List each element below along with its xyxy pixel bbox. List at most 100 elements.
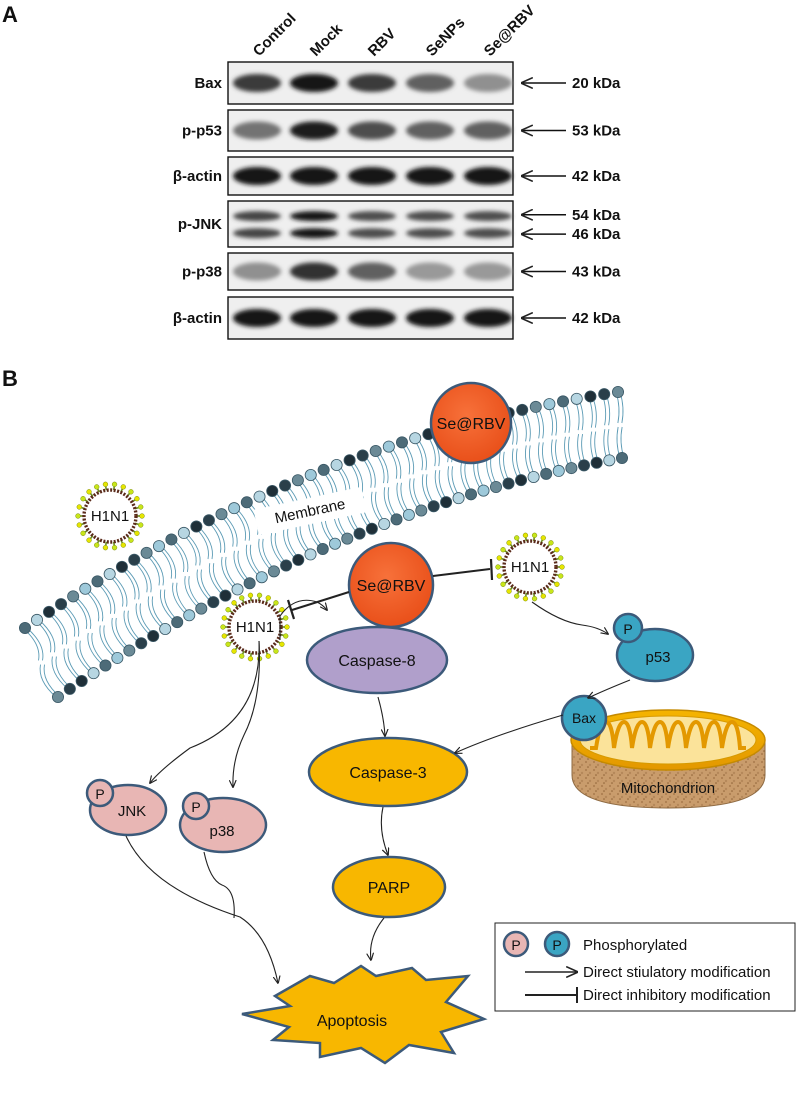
lipid-head (280, 559, 293, 572)
svg-text:PARP: PARP (368, 880, 410, 897)
blot-band (233, 262, 281, 281)
blot-band (348, 228, 396, 239)
lipid-head (415, 504, 428, 517)
blot-size-label: 42 kDa (572, 168, 621, 185)
blot-band (233, 167, 281, 185)
blot-size-label: 54 kDa (572, 207, 621, 224)
lipid-head (30, 613, 43, 626)
blot-label: β-actin (173, 310, 222, 327)
lipid-head (79, 582, 92, 595)
p38-protein: p38 P (178, 791, 268, 854)
svg-text:Caspase-3: Caspase-3 (349, 765, 426, 782)
blot-band (233, 228, 281, 239)
lipid-head (598, 388, 611, 401)
lipid-head (190, 520, 203, 533)
blot-band (233, 309, 281, 327)
lipid-head (543, 398, 556, 411)
blot-band (233, 121, 281, 140)
lane-label: RBV (365, 25, 399, 59)
lipid-head (395, 436, 408, 449)
blot-row: β-actin 42 kDa (173, 156, 621, 196)
lipid-head (465, 488, 478, 501)
blot-band (290, 262, 338, 281)
lipid-head (52, 691, 65, 704)
svg-text:P: P (552, 937, 561, 953)
lipid-head (207, 596, 220, 609)
lipid-head (135, 637, 148, 650)
lipid-head (529, 400, 542, 413)
lipid-head (570, 392, 583, 405)
lipid-head (195, 602, 208, 615)
lipid-head (552, 464, 565, 477)
lipid-head (365, 522, 378, 535)
blot-band (348, 167, 396, 185)
blot-band (290, 228, 338, 239)
blot-band (348, 309, 396, 327)
blot-band (348, 211, 396, 222)
legend-box (494, 922, 796, 1012)
lipid-head (343, 454, 356, 467)
blot-band (406, 309, 454, 327)
lipid-head (409, 432, 422, 445)
cell-membrane (18, 385, 629, 704)
lipid-head (231, 583, 244, 596)
legend: P P Phosphorylated Direct stiulatory mod… (494, 922, 796, 1012)
panel-b-label: B (2, 366, 18, 391)
lipid-head (304, 548, 317, 561)
lipid-head (42, 605, 55, 618)
blot-band (348, 262, 396, 281)
lipid-head (540, 467, 553, 480)
lipid-head (452, 492, 465, 505)
lipid-head (152, 540, 165, 553)
lipid-head (502, 477, 515, 490)
lane-label: Mock (307, 20, 347, 60)
lipid-head (18, 622, 31, 635)
lipid-head (378, 517, 391, 530)
svg-text:P: P (511, 937, 520, 953)
lipid-head (328, 537, 341, 550)
jnk-protein: JNK P (85, 778, 168, 837)
lipid-head (292, 553, 305, 566)
blot-band (406, 262, 454, 281)
lipid-head (75, 674, 88, 687)
lipid-head (317, 463, 330, 476)
h1n1-virus-left: H1N1 (220, 592, 290, 662)
lipid-head (440, 496, 453, 509)
se-rbv-membrane-particle: Se@RBV (429, 381, 513, 465)
lipid-head (115, 560, 128, 573)
blot-band (406, 228, 454, 239)
mitochondrion: Mitochondrion (570, 709, 766, 809)
blot-band (406, 74, 454, 92)
svg-text:Phosphorylated: Phosphorylated (583, 937, 687, 954)
bax-protein: Bax (560, 694, 608, 742)
lipid-head (369, 445, 382, 458)
blot-band (406, 211, 454, 222)
lane-label: Se@RBV (481, 2, 539, 60)
svg-text:Direct inhibitory modification: Direct inhibitory modification (583, 987, 771, 1004)
blot-band (464, 74, 512, 92)
blot-band (290, 121, 338, 140)
blot-size-label: 46 kDa (572, 226, 621, 243)
lipid-head (590, 456, 603, 469)
blot-band (464, 309, 512, 327)
svg-text:P: P (95, 786, 104, 802)
lipid-head (228, 502, 241, 515)
blot-label: β-actin (173, 168, 222, 185)
inhibition-to-left-virus (286, 591, 350, 620)
legend-phosphorylated: P P Phosphorylated (502, 930, 687, 958)
blot-band (464, 262, 512, 281)
lipid-head (63, 682, 76, 695)
h1n1-virus-outside: H1N1 (75, 481, 145, 551)
blot-band (406, 121, 454, 140)
lipid-head (55, 598, 68, 611)
blot-band (233, 74, 281, 92)
blot-label: p-p38 (182, 264, 222, 281)
lipid-head (603, 454, 616, 467)
lipid-head (103, 568, 116, 581)
blot-band (233, 211, 281, 222)
svg-text:p38: p38 (209, 823, 234, 840)
